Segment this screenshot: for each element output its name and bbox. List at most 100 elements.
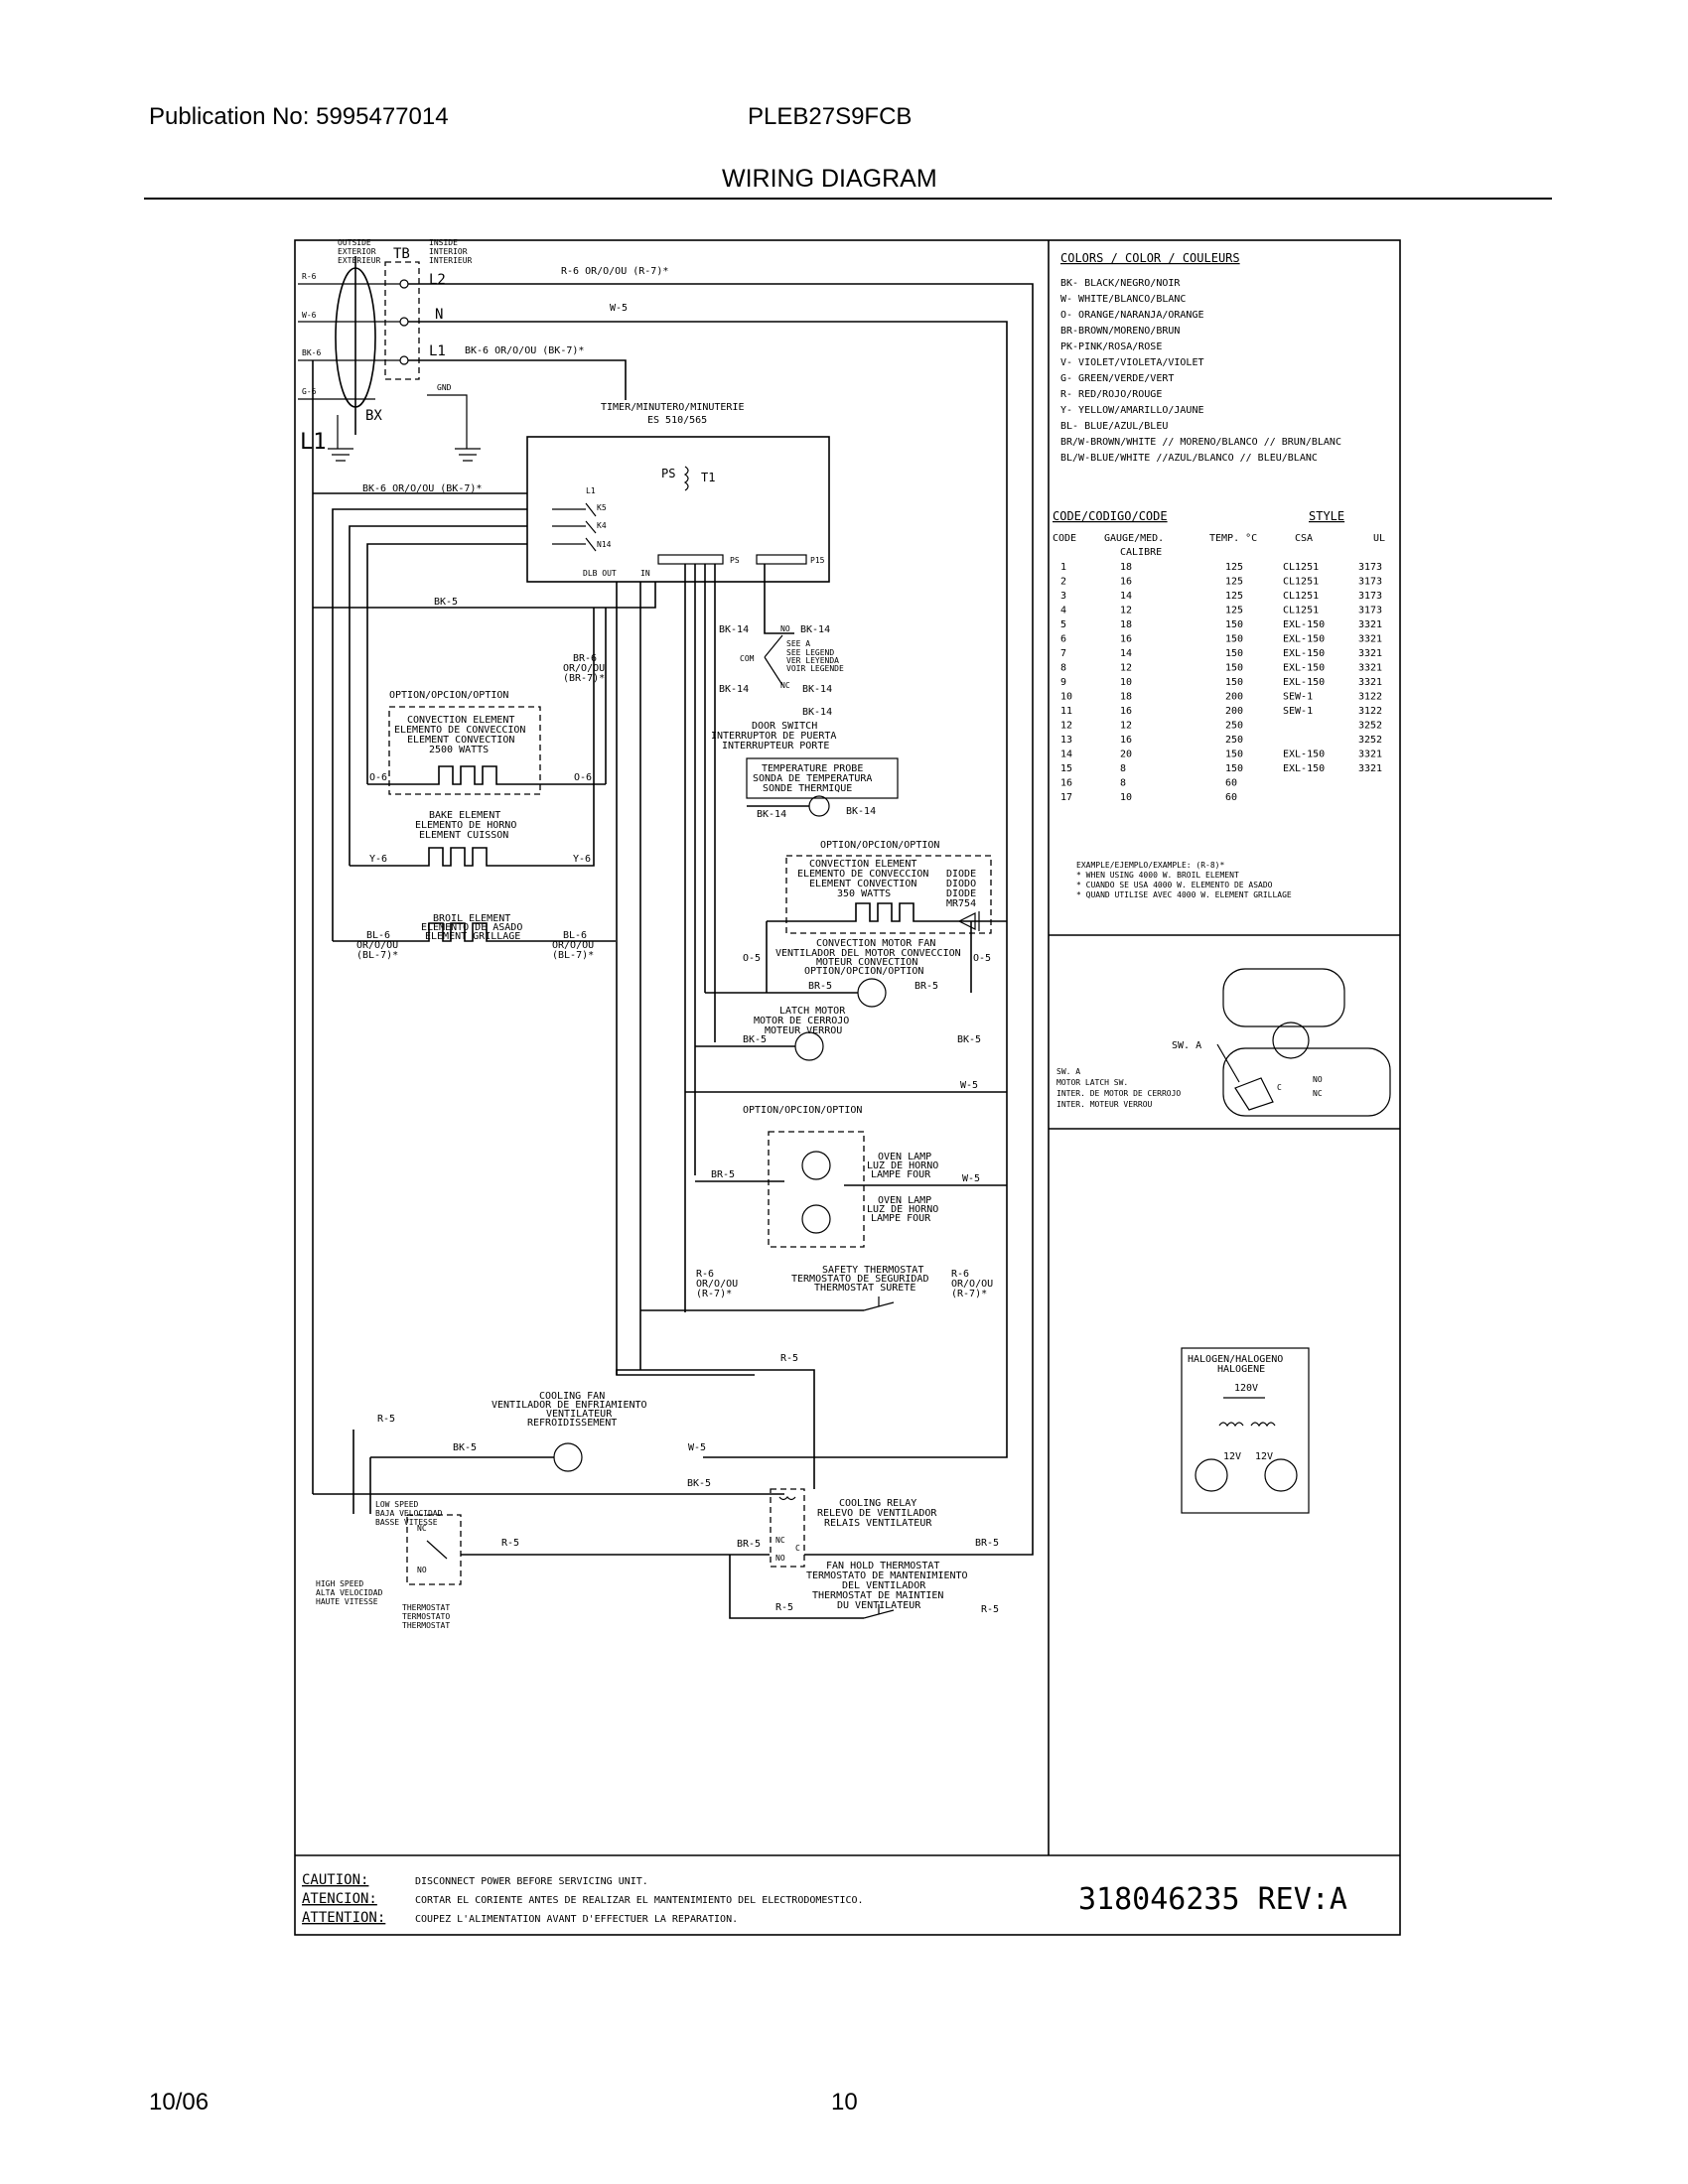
convection-motor: CONVECTION MOTOR FAN VENTILADOR DEL MOTO… (705, 938, 991, 1008)
code-table-cell: 125 (1225, 606, 1243, 616)
timer-relays (552, 502, 597, 552)
tb-label: TB (393, 246, 410, 262)
timer-in: IN (640, 569, 650, 578)
lead-g6: G-6 (302, 387, 317, 396)
probe-label-2: SONDA DE TEMPERATURA (753, 773, 872, 784)
code-table-cell: 18 (1120, 562, 1132, 573)
broil-label-2: ELEMENTO DE ASADO (421, 922, 522, 933)
lamp1-label-1: OVEN LAMP (878, 1152, 931, 1162)
terminal-l2 (399, 279, 409, 289)
conv2500-label-3: ELEMENT CONVECTION (407, 735, 514, 746)
latch-w5: W-5 (960, 1080, 978, 1091)
code-table-cell: 7 (1060, 648, 1066, 659)
fan-label-4: REFROIDISSEMENT (527, 1418, 617, 1429)
lead-bk6: BK-6 (302, 348, 321, 357)
p15-connector-label: P15 (810, 556, 825, 565)
switch-a-detail: SW. A NO NC C SW. A MOTOR LATCH SW. INTE… (1056, 968, 1391, 1117)
code-table-cell: 15 (1060, 763, 1072, 774)
bx-label: BX (365, 408, 382, 424)
lamp2-label-3: LAMPE FOUR (871, 1213, 931, 1224)
broil-element: BROIL ELEMENT ELEMENTO DE ASADO ELEMENT … (333, 913, 616, 961)
code-table-cell: 250 (1225, 735, 1243, 746)
fan-therm-blade (426, 1540, 448, 1560)
halogen-120v: 120V (1234, 1383, 1258, 1394)
code-table-cell: 3173 (1358, 577, 1382, 588)
wire-bk5-mid (313, 582, 656, 609)
ds-label-1: DOOR SWITCH (752, 721, 817, 732)
broil-bl6-r-1: BL-6 (563, 930, 587, 941)
attention-label: ATTENTION: (302, 1910, 385, 1926)
lamp-2-symbol (801, 1204, 831, 1234)
fan-thermostat-box (406, 1514, 462, 1585)
code-table-cell: EXL-150 (1283, 763, 1325, 774)
wire-w5-label: W-5 (610, 303, 628, 314)
code-table-cell: 200 (1225, 706, 1243, 717)
fan-label-1: COOLING FAN (539, 1391, 605, 1402)
halogen-lamp-left (1195, 1458, 1228, 1492)
relay-nc: NC (775, 1536, 785, 1545)
cool-w5: W-5 (688, 1442, 706, 1453)
code-table-cell: 250 (1225, 721, 1243, 732)
code-table-cell: 3321 (1358, 619, 1382, 630)
code-table-cell: EXL-150 (1283, 634, 1325, 645)
cool-r5-bl: R-5 (775, 1602, 793, 1613)
example-line: EXAMPLE/EJEMPLO/EXAMPLE: (R-8)* (1076, 861, 1224, 870)
code-table-cell: 60 (1225, 778, 1237, 789)
ds-nc: NC (780, 681, 790, 690)
wire-bk6 (408, 359, 627, 400)
conv2500-label-4: 2500 WATTS (429, 745, 489, 755)
safety-thermostat: SAFETY THERMOSTAT TERMOSTATO DE SEGURIDA… (640, 1265, 993, 1311)
switch-a-no: NO (1313, 1075, 1323, 1084)
lead-r6: R-6 (302, 272, 317, 281)
relay-label-3: RELAIS VENTILATEUR (824, 1518, 932, 1529)
ds-no: NO (780, 624, 790, 633)
code-title-left: CODE/CODIGO/CODE (1053, 509, 1168, 523)
switch-a-desc-1: SW. A (1056, 1067, 1080, 1076)
probe-bk14-r: BK-14 (846, 806, 876, 817)
code-table-cell: 150 (1225, 677, 1243, 688)
code-table-cell: CL1251 (1283, 591, 1319, 602)
conv350-option: OPTION/OPCION/OPTION (820, 840, 939, 851)
broil-bl6-l-1: BL-6 (366, 930, 390, 941)
fan-hold-switch (863, 1604, 895, 1619)
conv2500-label-2: ELEMENTO DE CONVECCION (394, 725, 525, 736)
caution-label: CAUTION: (302, 1872, 368, 1888)
motor-label-2: VENTILADOR DEL MOTOR CONVECCION (775, 948, 961, 959)
fan-hold-1: FAN HOLD THERMOSTAT (826, 1561, 939, 1571)
lamps-option: OPTION/OPCION/OPTION (743, 1105, 862, 1116)
inside-label-es: INTERIOR (429, 247, 468, 256)
code-table-cell: 10 (1060, 692, 1072, 703)
code-table-cell: 14 (1120, 648, 1132, 659)
code-table-cell: 3122 (1358, 706, 1382, 717)
color-item: W- WHITE/BLANCO/BLANC (1060, 294, 1186, 305)
code-table-cell: EXL-150 (1283, 750, 1325, 760)
latch-motor-symbol (794, 1031, 824, 1061)
ds-note-1: SEE A (786, 639, 810, 648)
conv2500-br6-3: (BR-7)* (563, 673, 605, 684)
code-table-cell: EXL-150 (1283, 663, 1325, 674)
halogen-box (1181, 1347, 1310, 1514)
conv2500-o6-l: O-6 (369, 772, 387, 783)
code-table-cell: 14 (1120, 591, 1132, 602)
color-item: BR/W-BROWN/WHITE // MORENO/BLANCO // BRU… (1060, 437, 1341, 448)
halogen-12v-b: 12V (1255, 1451, 1273, 1462)
latch-motor: LATCH MOTOR MOTOR DE CERROJO MOTEUR VERR… (685, 1006, 1007, 1093)
relay-coil (778, 1496, 796, 1501)
code-table-cell: 12 (1120, 606, 1132, 616)
ds-note-4: VOIR LEGENDE (786, 664, 844, 673)
code-table-cell: 3173 (1358, 606, 1382, 616)
latch-label-1: LATCH MOTOR (779, 1006, 846, 1017)
diode-3: DIODE (946, 888, 976, 899)
color-item: Y- YELLOW/AMARILLO/JAUNE (1060, 405, 1204, 416)
conv2500-element (367, 765, 606, 785)
cooling-circuit: R-5 COOLING FAN VENTILADOR DE ENFRIAMIEN… (313, 1310, 1034, 1630)
page-title: WIRING DIAGRAM (722, 165, 937, 193)
fan-hold-5: DU VENTILATEUR (837, 1600, 921, 1611)
bake-element: BAKE ELEMENT ELEMENTO DE HORNO ELEMENT C… (350, 608, 595, 867)
diode-4: MR754 (946, 898, 976, 909)
timer-module: TIMER/MINUTERO/MINUTERIE ES 510/565 PS T… (526, 402, 830, 583)
relay-c: C (795, 1544, 800, 1553)
wire-r6-label: R-6 OR/O/OU (R-7)* (561, 266, 668, 277)
motor-fan-symbol (857, 978, 887, 1008)
code-table-cell: EXL-150 (1283, 648, 1325, 659)
